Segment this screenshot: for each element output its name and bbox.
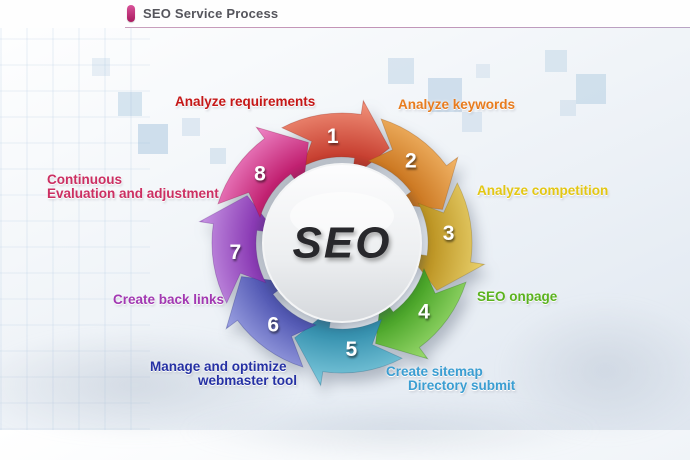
step-number-6: 6 bbox=[267, 314, 279, 337]
step-label-line: Manage and optimize bbox=[150, 359, 287, 374]
step-label-line: Evaluation and adjustment bbox=[47, 186, 219, 201]
step-label-8: Continuous Evaluation and adjustment bbox=[47, 173, 219, 201]
step-label-line: Create sitemap bbox=[386, 364, 483, 379]
ring-segment-3 bbox=[406, 182, 486, 291]
ring-segment-7 bbox=[198, 195, 278, 304]
ring-segment-5 bbox=[294, 307, 403, 387]
ring-segment-1 bbox=[281, 99, 390, 179]
header-accent-bar bbox=[127, 5, 135, 22]
step-label-1: Analyze requirements bbox=[175, 95, 315, 109]
step-number-1: 1 bbox=[327, 125, 339, 148]
ring-segment-6 bbox=[225, 276, 318, 368]
step-label-line: Analyze requirements bbox=[175, 94, 316, 109]
header: SEO Service Process bbox=[0, 0, 690, 28]
center-label: SEO bbox=[293, 219, 392, 268]
header-underline bbox=[125, 26, 690, 28]
process-ring bbox=[198, 99, 486, 387]
step-label-4: SEO onpage bbox=[477, 290, 557, 304]
ring-segment-2 bbox=[366, 118, 459, 210]
step-label-line: SEO onpage bbox=[477, 289, 558, 304]
step-number-4: 4 bbox=[418, 300, 430, 323]
ring-segment-8 bbox=[217, 126, 309, 219]
step-number-3: 3 bbox=[443, 222, 455, 245]
seo-process-diagram: SEO 1 2 3 4 5 6 7 8 bbox=[198, 99, 486, 387]
step-number-7: 7 bbox=[230, 241, 242, 264]
step-label-line: Create back links bbox=[113, 292, 225, 307]
step-label-line: Analyze competition bbox=[477, 183, 609, 198]
step-label-5: Create sitemap Directory submit bbox=[386, 365, 515, 393]
page-title: SEO Service Process bbox=[143, 6, 279, 21]
step-label-6: Manage and optimize webmaster tool bbox=[150, 360, 297, 388]
step-number-8: 8 bbox=[254, 163, 266, 186]
step-label-7: Create back links bbox=[113, 293, 224, 307]
ring-segment-4 bbox=[375, 267, 467, 360]
step-number-2: 2 bbox=[405, 150, 417, 173]
step-numbers: 1 2 3 4 5 6 7 8 bbox=[230, 125, 455, 361]
step-label-3: Analyze competition bbox=[477, 184, 608, 198]
step-label-line: Continuous bbox=[47, 172, 122, 187]
step-label-line: Analyze keywords bbox=[398, 97, 516, 112]
step-number-5: 5 bbox=[345, 338, 357, 361]
step-label-line: Directory submit bbox=[408, 378, 516, 393]
step-label-2: Analyze keywords bbox=[398, 98, 515, 112]
step-label-line: webmaster tool bbox=[198, 373, 298, 388]
center-highlight bbox=[290, 192, 394, 240]
